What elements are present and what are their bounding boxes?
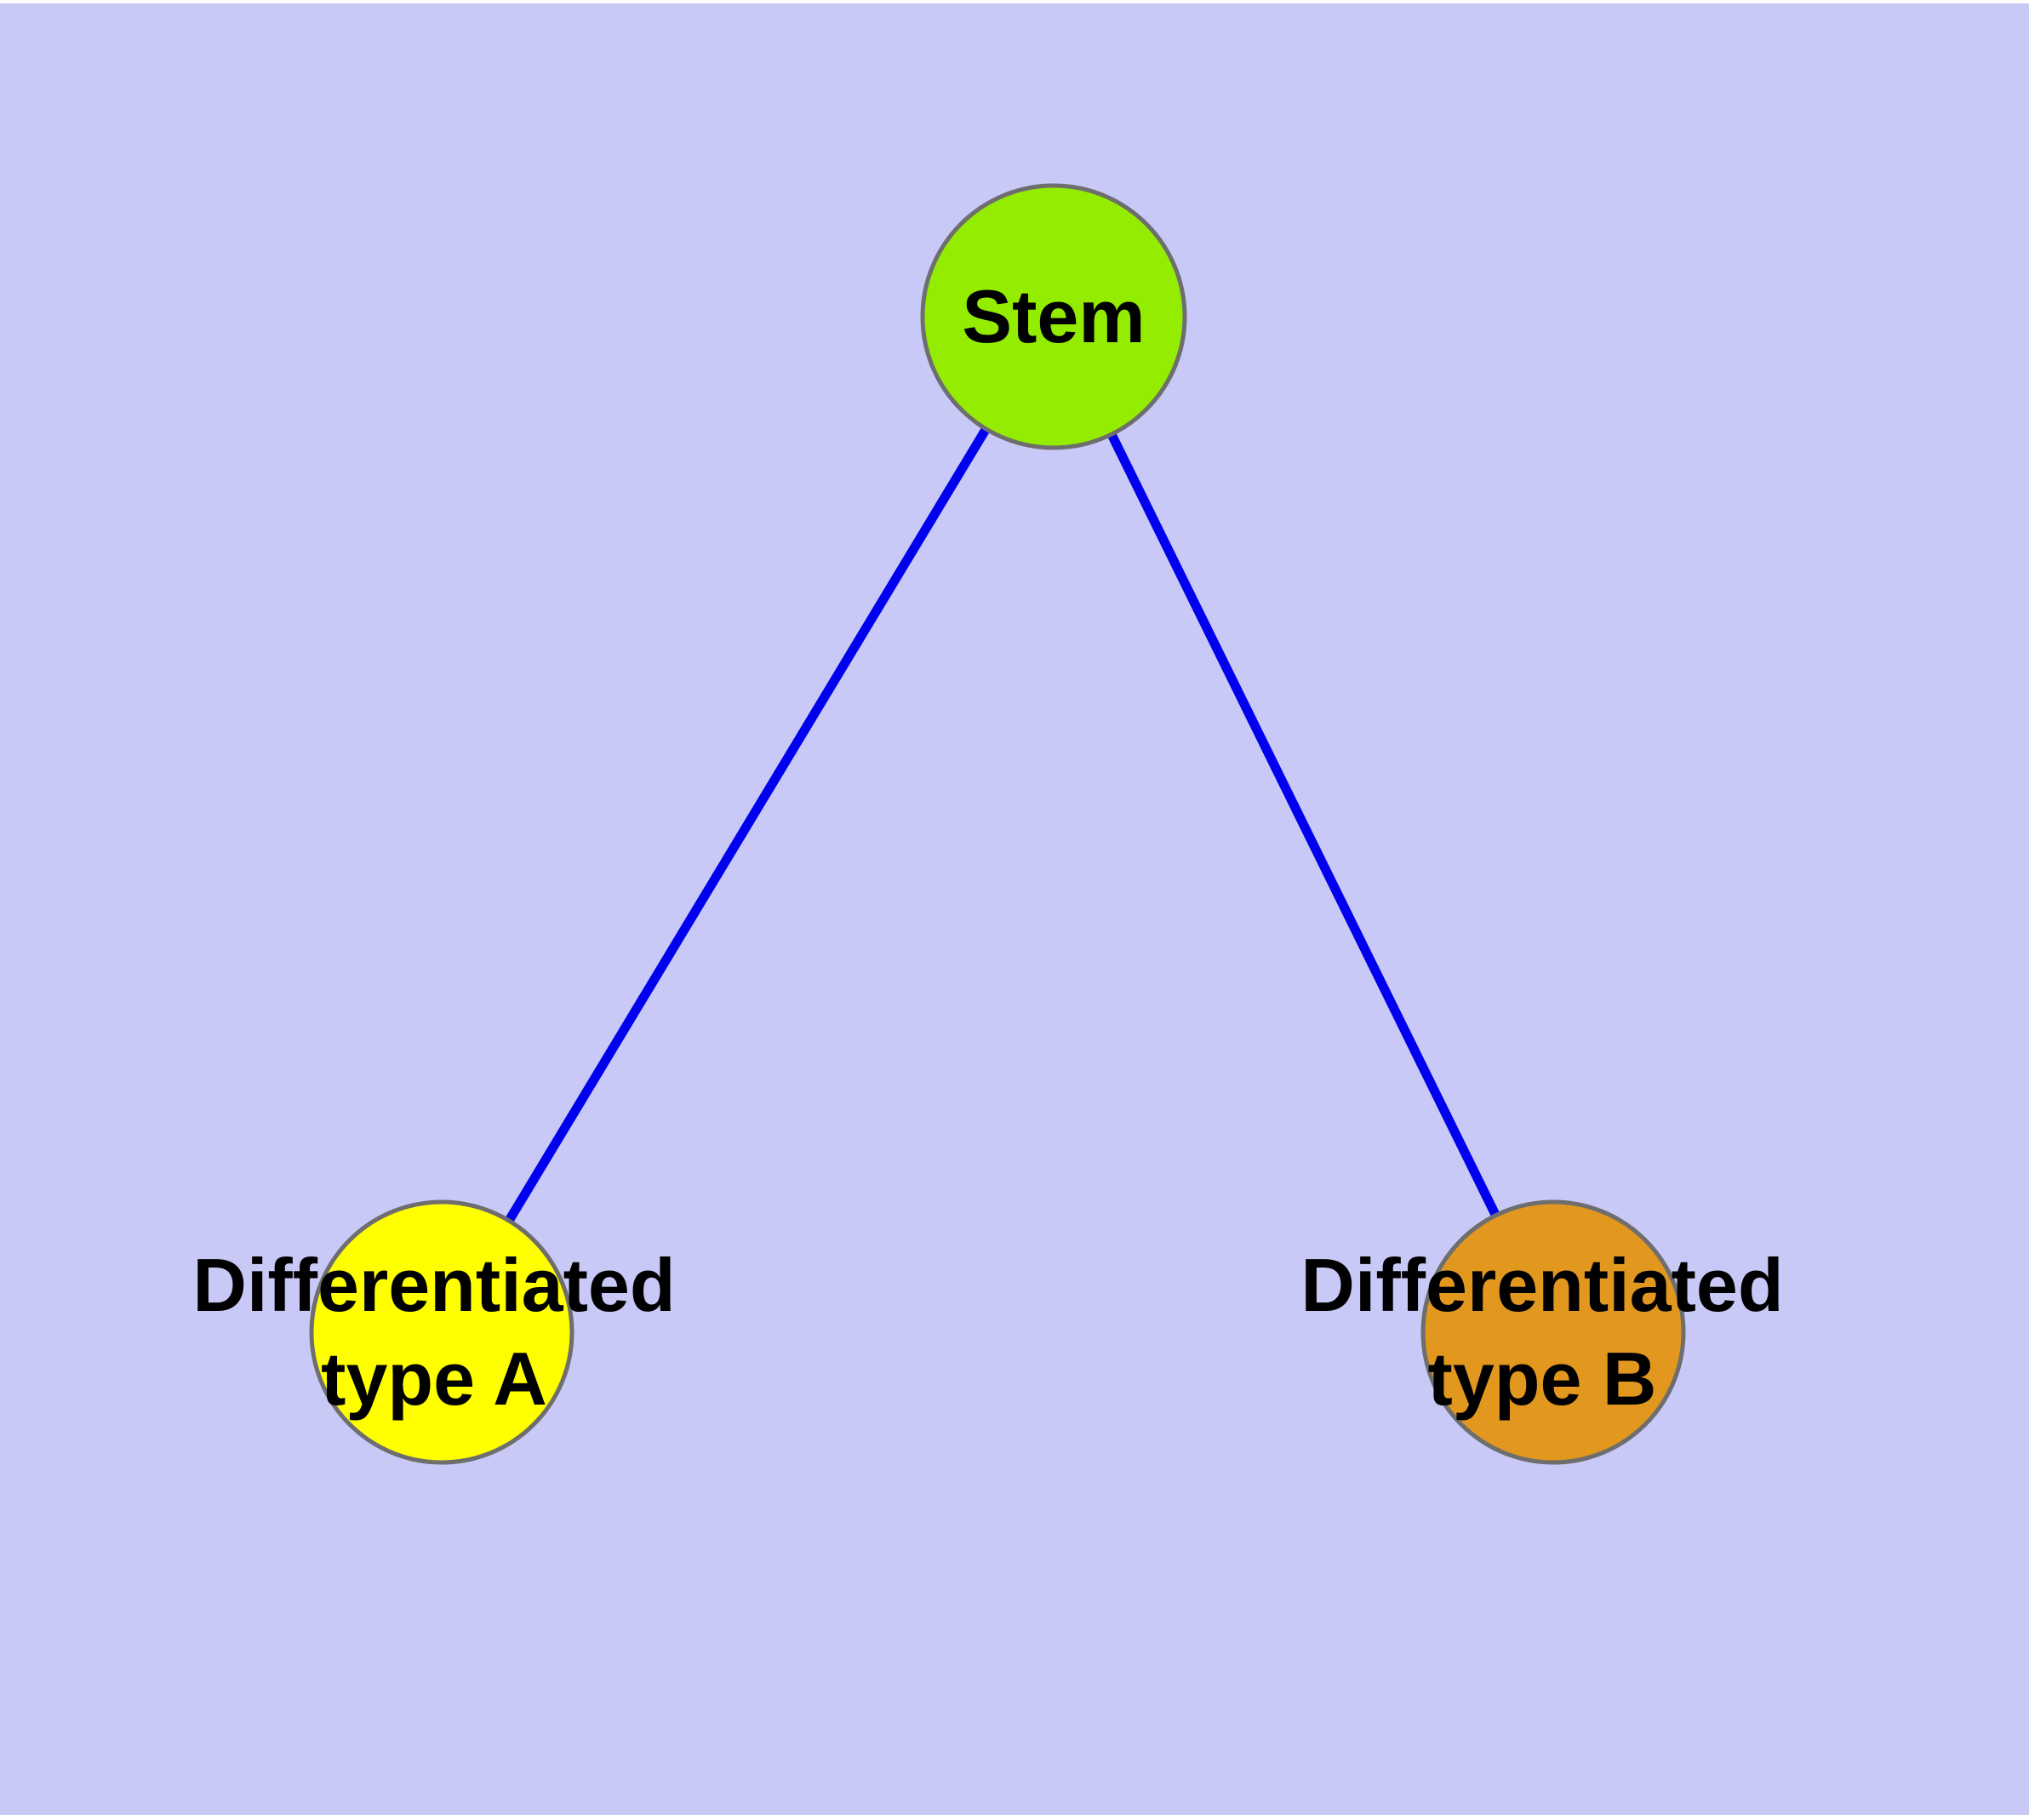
cell-differentiation-diagram: [309, 183, 1686, 1465]
type-a-label-line-2: type A: [321, 1336, 547, 1421]
stem-node-label-text: Stem: [962, 274, 1146, 358]
type-b-node-circle: [1420, 1199, 1686, 1465]
edge-stem-to-type-b: [1049, 314, 1557, 1335]
type-a-node-label: Differentiated type A: [192, 1239, 675, 1426]
type-b-label-line-1: Differentiated: [1300, 1243, 1784, 1327]
stem-node-label: Stem: [962, 270, 1145, 363]
type-b-node-label: Differentiated type B: [1300, 1239, 1783, 1426]
edge-stem-to-type-a: [437, 314, 1058, 1335]
type-b-label-line-2: type B: [1427, 1336, 1657, 1421]
type-a-node-circle: [309, 1199, 574, 1465]
stem-node-circle: [920, 183, 1187, 450]
diagram-canvas: Stem Differentiated type A Differentiate…: [0, 3, 2029, 1815]
type-a-label-line-1: Differentiated: [192, 1243, 676, 1327]
